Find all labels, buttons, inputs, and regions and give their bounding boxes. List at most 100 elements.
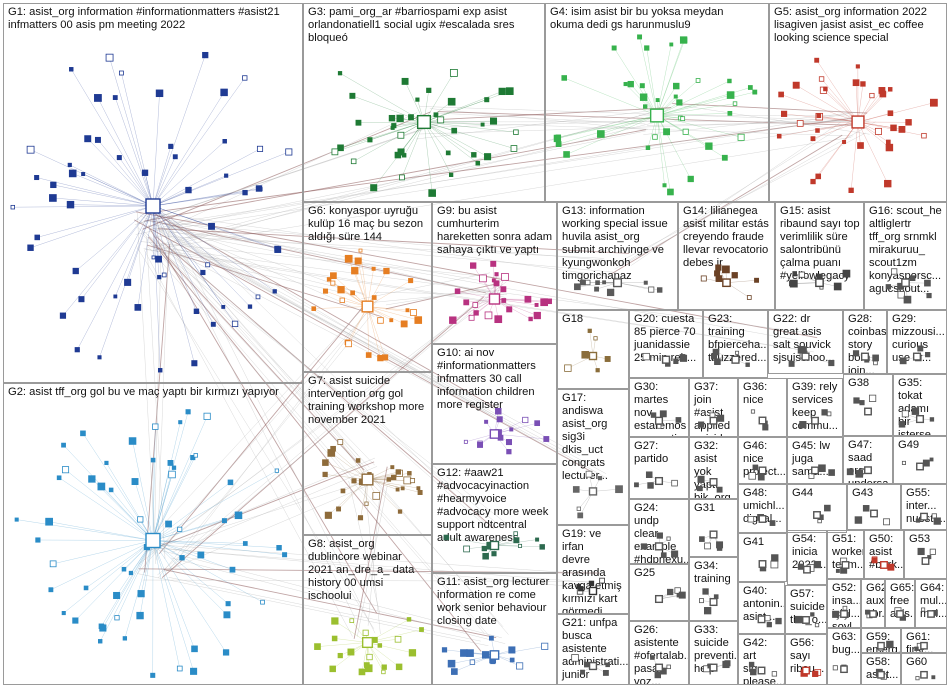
group-label: G5: asist_org information 2022 lisagiven…	[774, 6, 927, 44]
inter-group-edge	[419, 106, 864, 122]
group-cell-g26: G26: asistente #ofertalab... pasa voz...	[629, 621, 689, 685]
inter-group-edge	[429, 108, 648, 130]
group-cell-g45: G45: lw juga sama...	[787, 437, 843, 484]
group-cell-g40: G40: antonin... asist...	[738, 582, 785, 634]
group-cell-g46: G46: nice project...	[738, 437, 787, 484]
inter-group-edge	[146, 233, 370, 468]
inter-group-edge	[145, 124, 439, 222]
inter-group-edge	[166, 218, 376, 634]
group-cell-g25: G25	[629, 564, 689, 621]
inter-group-edge	[374, 289, 503, 303]
group-cell-g30: G30: martes nov estaremos compartie...	[629, 378, 689, 437]
inter-group-edge	[361, 272, 491, 300]
inter-group-edge	[145, 116, 860, 214]
group-label: G63: bug...	[832, 631, 860, 656]
inter-group-edge	[150, 547, 594, 583]
group-label: G23: training bfpierceha... tbuzzered...	[708, 313, 768, 364]
inter-group-edge	[156, 544, 591, 575]
group-cell-g10: G10: ai nov #informationmatters infmatte…	[432, 344, 557, 464]
inter-group-edge	[171, 466, 378, 553]
inter-group-edge	[148, 241, 508, 525]
inter-group-edge	[167, 231, 617, 273]
inter-group-edge	[631, 122, 841, 266]
group-cell-g55: G55: inter... nuestr...	[901, 484, 947, 530]
group-cell-g28: G28: coinbase story born join...	[843, 310, 887, 374]
group-label: G28: coinbase story born join...	[848, 313, 887, 374]
group-label: G37: join #asist applied suicide...	[694, 381, 737, 436]
group-label: G31	[694, 502, 716, 514]
group-cell-g20: G20: cuesta 85 pierce 70 juanidassie 25 …	[629, 310, 703, 378]
group-label: G33: suicide preventi... help	[694, 624, 737, 675]
group-cell-g1: G1: asist_org information #informationma…	[3, 3, 303, 383]
inter-group-edge	[149, 113, 849, 230]
inter-group-edge	[155, 212, 627, 280]
group-cell-g50: G50: asist #berk...	[864, 530, 904, 579]
group-label: G48: umichl... digital...	[743, 487, 785, 525]
inter-group-edge	[161, 247, 819, 335]
group-label: G39: rely services keep commu...	[792, 381, 839, 432]
group-cell-g23: G23: training bfpierceha... tbuzzered...	[703, 310, 768, 378]
inter-group-edge	[148, 236, 365, 471]
group-cell-g31: G31	[689, 499, 738, 557]
inter-group-edge	[357, 485, 388, 637]
group-label: G42: art sig please...	[743, 637, 785, 685]
group-cell-g64: G64: mul... mul...	[915, 579, 947, 628]
inter-group-edge	[160, 112, 418, 232]
inter-group-edge	[158, 308, 362, 555]
group-label: G35: tokat adamı bir isterse...	[898, 377, 941, 436]
inter-group-edge	[165, 284, 504, 572]
group-cell-g59: G59: emerg...	[861, 628, 901, 653]
group-label: G18	[562, 313, 584, 325]
inter-group-edge	[157, 228, 630, 254]
group-cell-g6: G6: konyaspor uyruğu kulüp 16 maç bu sez…	[303, 202, 432, 372]
group-label: G45: lw juga sama...	[792, 440, 830, 478]
inter-group-edge	[142, 579, 590, 582]
group-label: G56: sayı ribau...	[790, 637, 825, 675]
inter-group-edge	[420, 119, 871, 135]
inter-group-edge	[136, 212, 157, 564]
group-cell-g22: G22: dr great asis salt souvick sjsuisch…	[768, 310, 843, 374]
inter-group-edge	[167, 214, 487, 526]
inter-group-edge	[154, 224, 503, 421]
group-label: G38	[848, 377, 870, 389]
group-label: G12: #aaw21 #advocacyinaction #hearmyvoi…	[437, 467, 549, 544]
inter-group-edge	[364, 481, 381, 634]
inter-group-edge	[646, 121, 862, 126]
group-cell-g3: G3: pami_org_ar #barriospami exp asist o…	[303, 3, 545, 202]
group-label: G46: nice project...	[743, 440, 786, 478]
group-label: G10: ai nov #informationmatters infmatte…	[437, 347, 536, 411]
inter-group-edge	[154, 244, 482, 652]
group-label: G3: pami_org_ar #barriospami exp asist o…	[308, 6, 515, 44]
group-cell-g56: G56: sayı ribau...	[785, 634, 827, 685]
group-label: G44	[792, 487, 814, 499]
group-label: G32: asist yok yaptı bjk_org...	[694, 440, 738, 499]
group-label: G59: emerg...	[866, 631, 901, 653]
group-cell-g32: G32: asist yok yaptı bjk_org...	[689, 437, 738, 499]
inter-group-edge	[137, 573, 489, 647]
group-label: G34: training	[694, 560, 731, 585]
inter-group-edge	[134, 219, 593, 473]
inter-group-edge	[155, 236, 494, 529]
group-cell-g57: G57: suicide the_o...	[785, 585, 827, 634]
inter-group-edge	[135, 130, 646, 235]
group-label: G41	[743, 536, 765, 548]
inter-group-edge	[353, 466, 388, 639]
inter-group-edge	[142, 230, 504, 530]
inter-group-edge	[154, 223, 509, 635]
group-label: G65: free asis...	[890, 582, 915, 620]
group-cell-g12: G12: #aaw21 #advocacyinaction #hearmyvoi…	[432, 464, 557, 573]
group-cell-g4: G4: isim asist bir bu yoksa meydan okuma…	[545, 3, 769, 202]
group-cell-g14: G14: lilianegea asist militar estás crey…	[678, 202, 775, 310]
inter-group-edge	[160, 550, 502, 639]
group-cell-g39: G39: rely services keep commu...	[787, 378, 843, 437]
inter-group-edge	[154, 248, 804, 351]
group-cell-g62: G62: aux abr...	[861, 579, 885, 628]
group-cell-g2: G2: asist tff_org gol bu ve maç yaptı bi…	[3, 383, 303, 685]
inter-group-edge	[165, 137, 852, 248]
group-cell-g19: G19: ve irfan devre arasında kavga etmiş…	[557, 525, 629, 614]
inter-group-edge	[160, 461, 375, 547]
group-cell-g53: G53	[904, 530, 947, 579]
group-cell-g37: G37: join #asist applied suicide...	[689, 378, 738, 437]
group-label: G53	[909, 533, 931, 545]
